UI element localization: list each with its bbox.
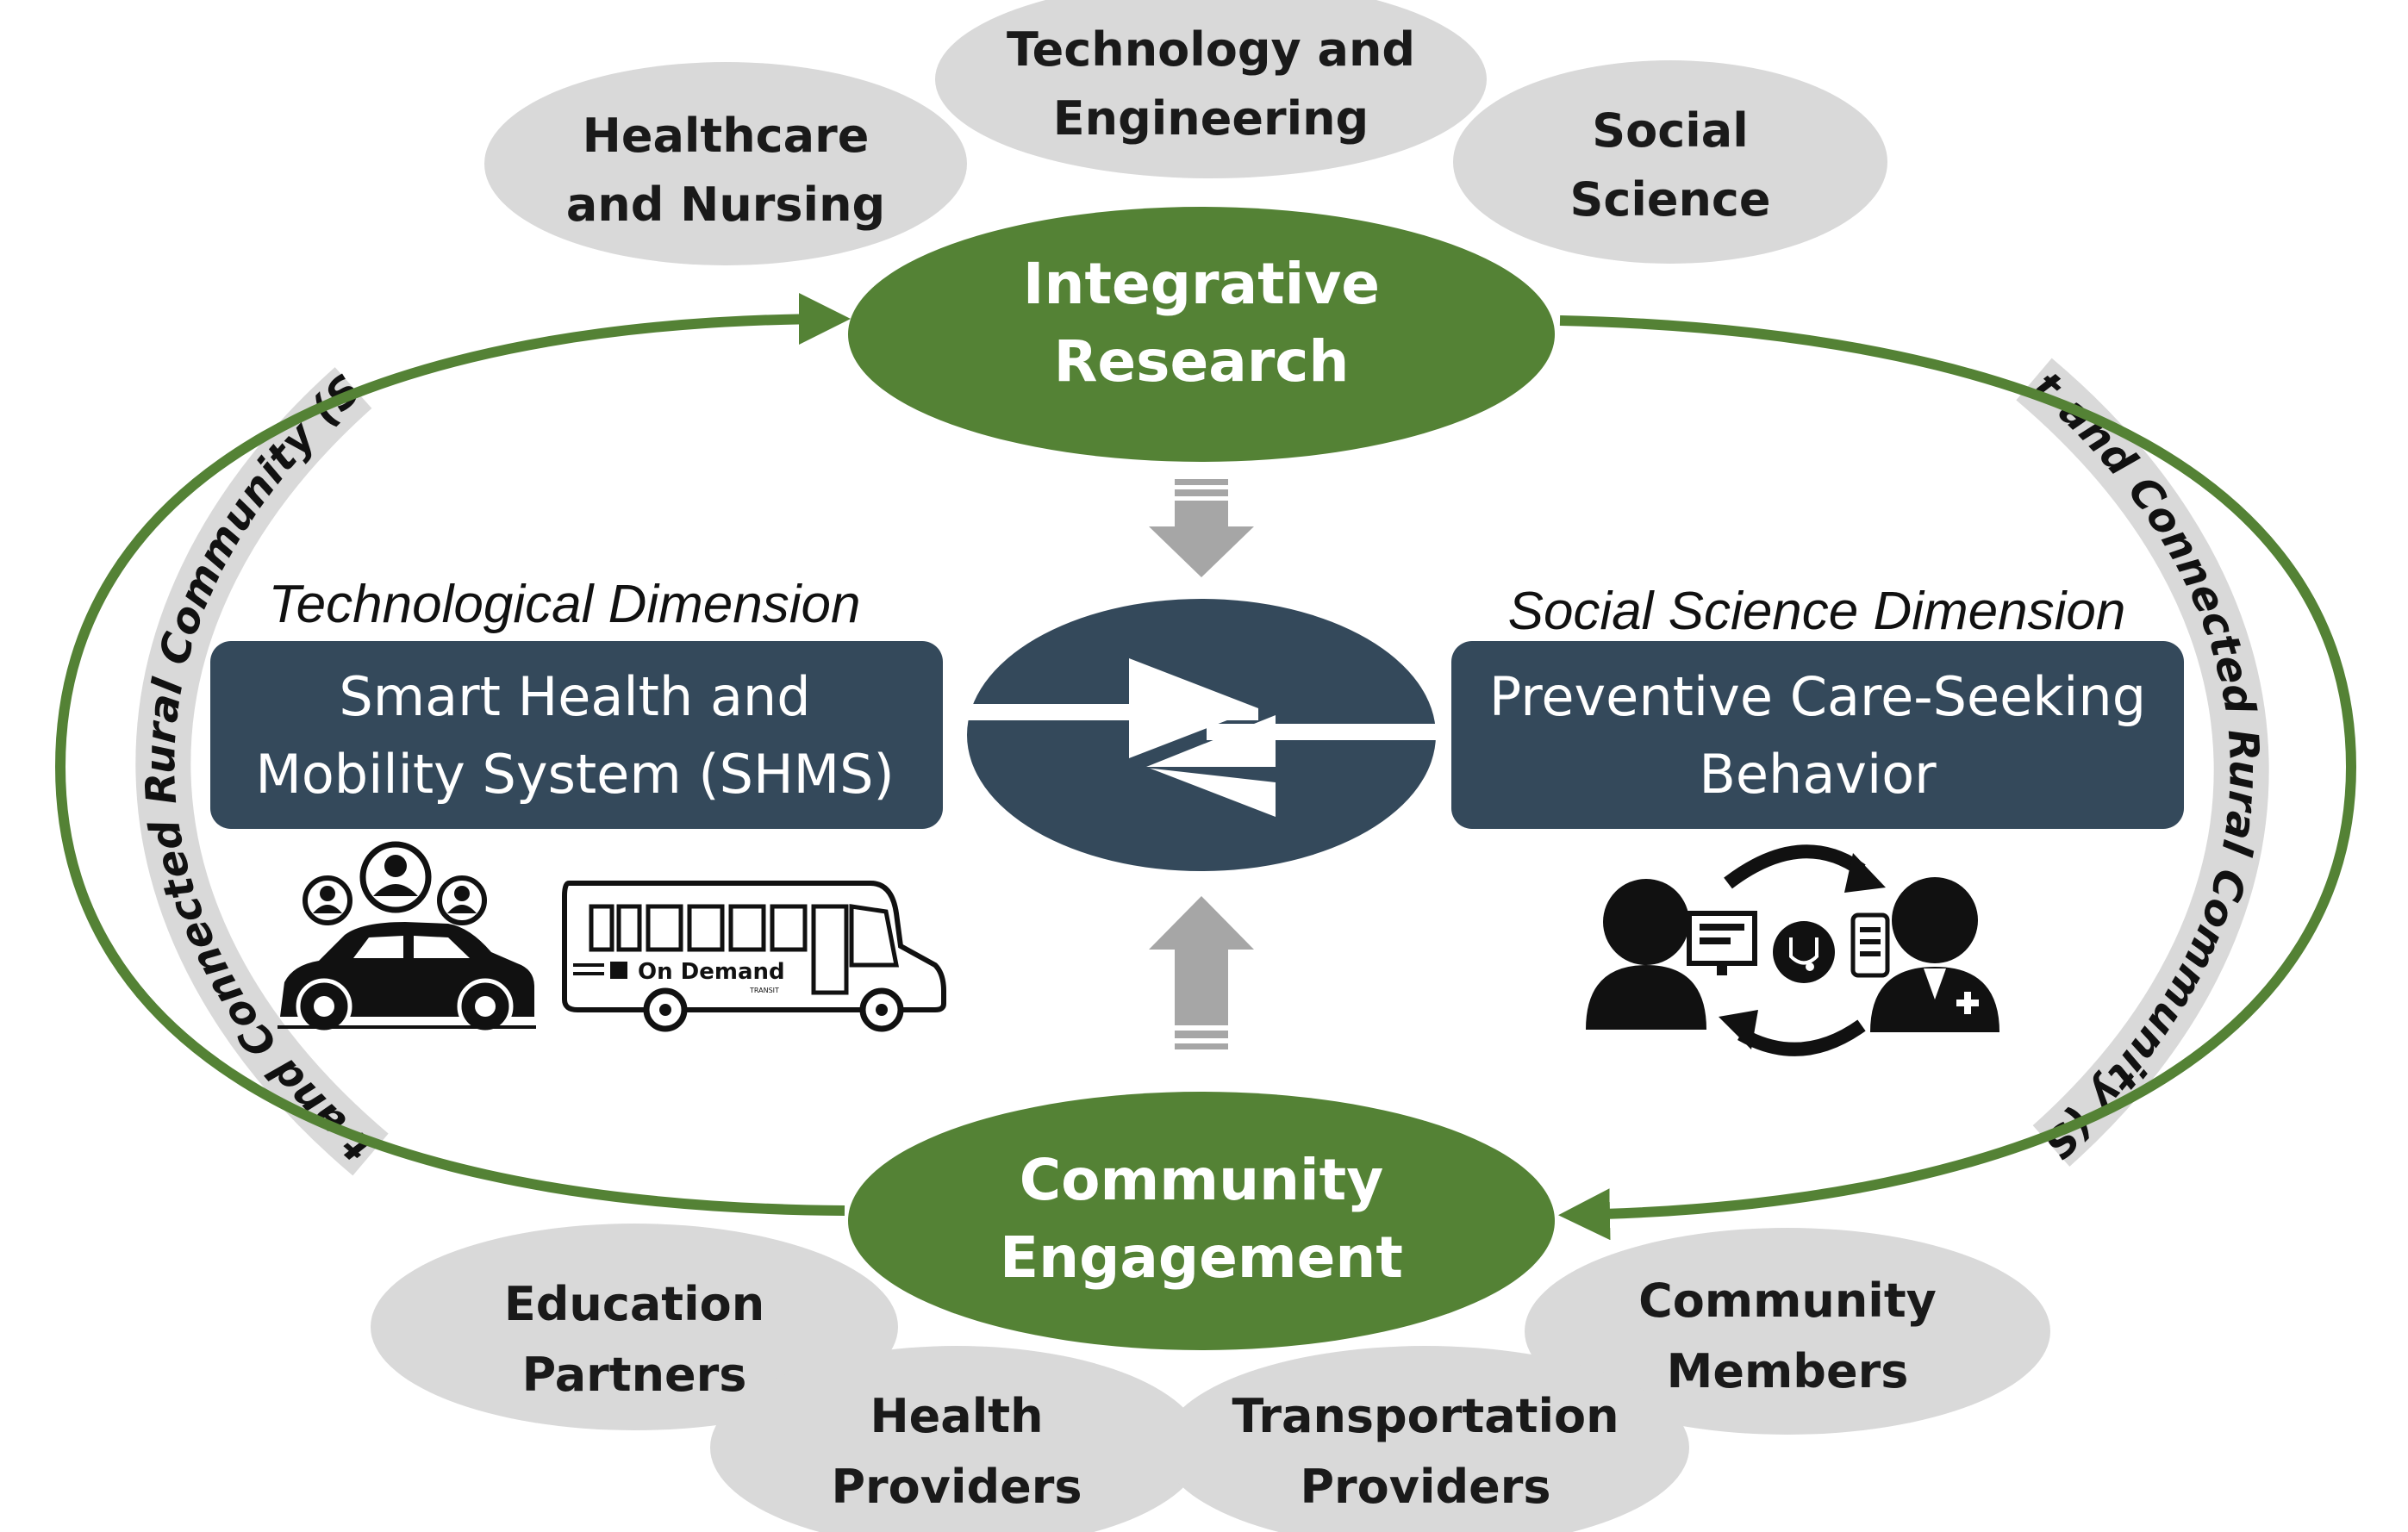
ring-band-right [2016, 358, 2269, 1167]
user-avatar-icon [303, 875, 352, 925]
phone-icon [1850, 912, 1890, 978]
cycle-arc-left [54, 293, 851, 1216]
hub-line1: Community [1020, 1147, 1384, 1213]
left-dimension-label: Technological Dimension [269, 575, 861, 634]
bubble-line1: Transportation [1232, 1389, 1619, 1443]
bubble-line2: Providers [831, 1460, 1082, 1514]
bubble-line1: Education [504, 1277, 764, 1331]
rideshare-car-icon [278, 841, 536, 1035]
care-line2: Behavior [1699, 743, 1937, 806]
discipline-bubble-healthcare: Healthcare and Nursing [484, 62, 967, 265]
user-avatar-icon [359, 841, 432, 913]
patient-doctor-icon [1586, 844, 1999, 1056]
hub-line1: Integrative [1023, 251, 1380, 317]
ring-band-left [135, 367, 389, 1176]
hub-community-engagement: Community Engagement [848, 1092, 1555, 1350]
on-demand-bus-icon: On Demand TRANSIT [562, 881, 946, 1032]
stethoscope-icon [1773, 921, 1835, 983]
cycle-arrow-icon [1737, 1019, 1866, 1056]
partner-bubble-education: Education Partners [371, 1224, 898, 1430]
discipline-bubble-social: Social Science [1453, 60, 1887, 264]
bubble-line1: Community [1638, 1274, 1937, 1328]
care-line1: Preventive Care-Seeking [1489, 665, 2146, 728]
shms-box: Smart Health and Mobility System (SHMS) [210, 641, 943, 829]
monitor-icon [1687, 911, 1757, 975]
bubble-line2: and Nursing [566, 177, 885, 232]
partner-bubble-community-members: Community Members [1525, 1228, 2050, 1435]
bubble-line2: Partners [522, 1348, 747, 1402]
bus-label: On Demand [638, 959, 785, 985]
bubble-line2: Science [1569, 172, 1770, 227]
bubble-line1: Social [1592, 103, 1748, 158]
doctor-icon [1870, 877, 1999, 1032]
hub-integrative-research: Integrative Research [848, 207, 1555, 462]
shms-line2: Mobility System (SHMS) [255, 743, 894, 806]
bubble-line1: Health [870, 1389, 1043, 1443]
bus-sublabel: TRANSIT [749, 987, 779, 994]
shms-line1: Smart Health and [339, 665, 810, 728]
user-avatar-icon [437, 875, 487, 925]
hub-line2: Engagement [1000, 1224, 1403, 1291]
exchange-icon [957, 599, 1448, 871]
cycle-arrow-icon [1724, 844, 1866, 889]
hub-line2: Research [1054, 328, 1350, 395]
bubble-line2: Members [1667, 1344, 1909, 1398]
bubble-line2: Providers [1300, 1460, 1550, 1514]
bubble-line1: Technology and [1007, 22, 1415, 77]
down-arrow [1149, 479, 1254, 577]
cycle-arc-right [1558, 315, 2357, 1241]
care-seeking-box: Preventive Care-Seeking Behavior [1451, 641, 2184, 829]
partner-bubble-transportation: Transportation Providers [1162, 1346, 1689, 1532]
right-dimension-label: Social Science Dimension [1508, 582, 2126, 641]
discipline-bubble-technology: Technology and Engineering [935, 0, 1487, 178]
partner-bubble-health-providers: Health Providers [710, 1346, 1203, 1532]
up-arrow [1149, 896, 1254, 1049]
bubble-line2: Engineering [1053, 91, 1369, 146]
patient-icon [1586, 879, 1706, 1030]
bubble-line1: Healthcare [583, 109, 870, 163]
